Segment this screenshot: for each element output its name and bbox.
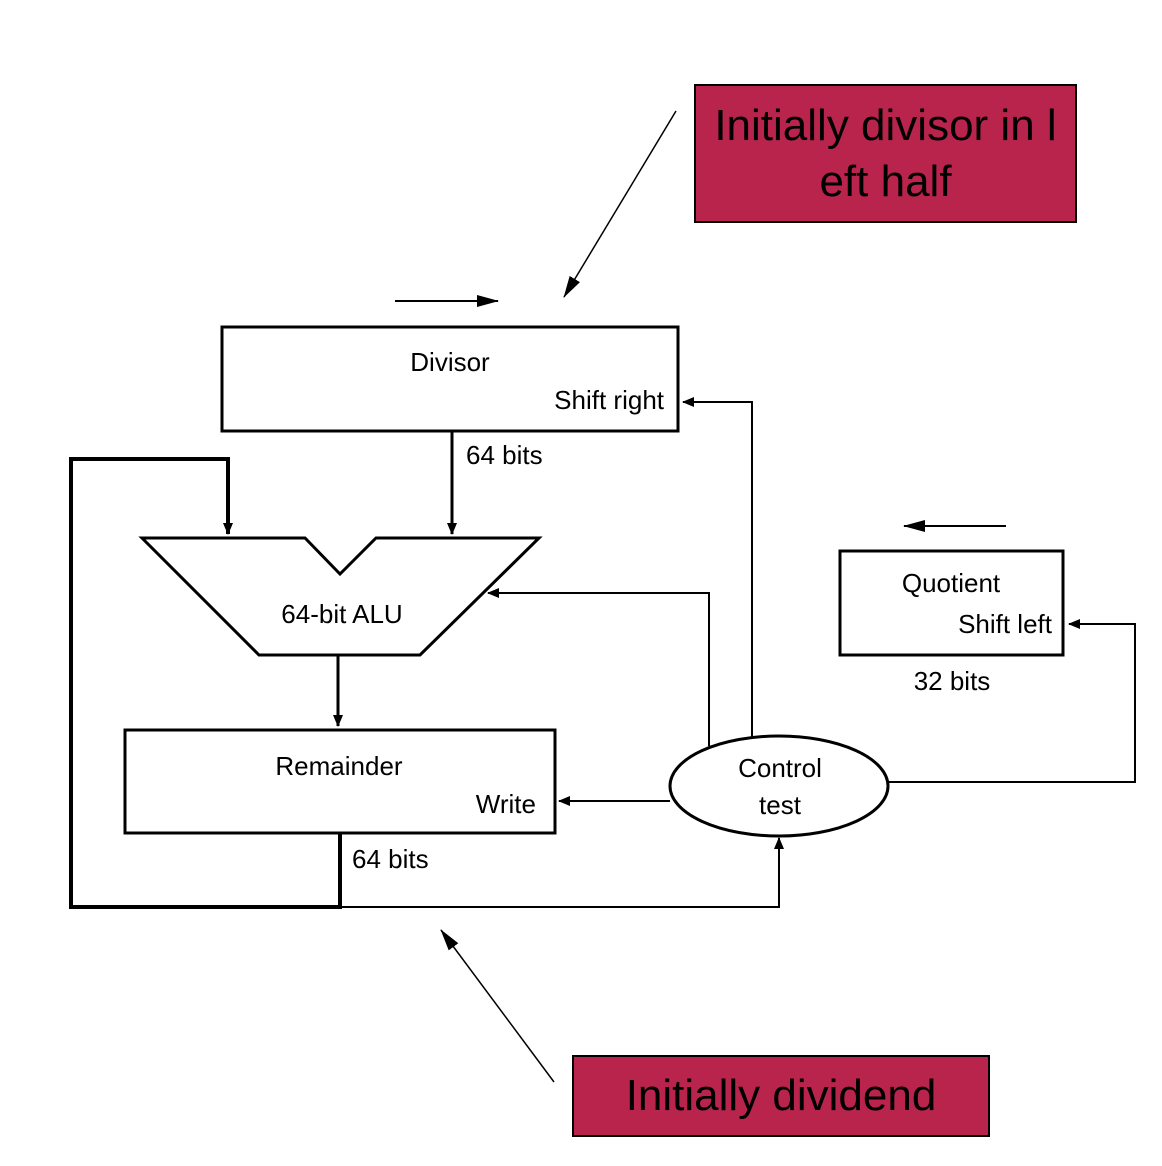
alu-shape bbox=[138, 536, 543, 657]
control-to-alu-line bbox=[487, 588, 710, 746]
remainder-feedback-loop bbox=[69, 457, 342, 909]
divisor-control-label: Shift right bbox=[554, 385, 665, 415]
remainder-to-control-line bbox=[340, 837, 784, 908]
quotient-register bbox=[838, 549, 1065, 657]
dividend-callout-text: Initially dividend bbox=[625, 1071, 937, 1120]
remainder-width-label: 64 bits bbox=[352, 844, 429, 874]
control-label-line1: Control bbox=[738, 753, 822, 783]
divisor-register bbox=[220, 325, 680, 433]
remainder-label: Remainder bbox=[275, 751, 403, 781]
divisor-callout-text: Initially divisor in left half bbox=[714, 100, 1057, 206]
divisor-callout: Initially divisor in left half bbox=[694, 84, 1077, 223]
control-to-quotient-line bbox=[888, 619, 1136, 783]
control-test-unit bbox=[668, 734, 890, 838]
remainder-control-label: Write bbox=[476, 789, 536, 819]
divisor-label: Divisor bbox=[410, 347, 490, 377]
control-to-divisor-line bbox=[682, 397, 753, 737]
quotient-control-label: Shift left bbox=[958, 609, 1053, 639]
divisor-width-label: 64 bits bbox=[466, 440, 543, 470]
quotient-label: Quotient bbox=[902, 568, 1001, 598]
dividend-callout: Initially dividend bbox=[572, 1055, 990, 1137]
alu-label: 64-bit ALU bbox=[281, 599, 402, 629]
control-label-line2: test bbox=[759, 790, 802, 820]
quotient-width-label: 32 bits bbox=[914, 666, 991, 696]
dividend-callout-pointer bbox=[440, 929, 555, 1083]
divisor-callout-pointer bbox=[563, 110, 677, 298]
